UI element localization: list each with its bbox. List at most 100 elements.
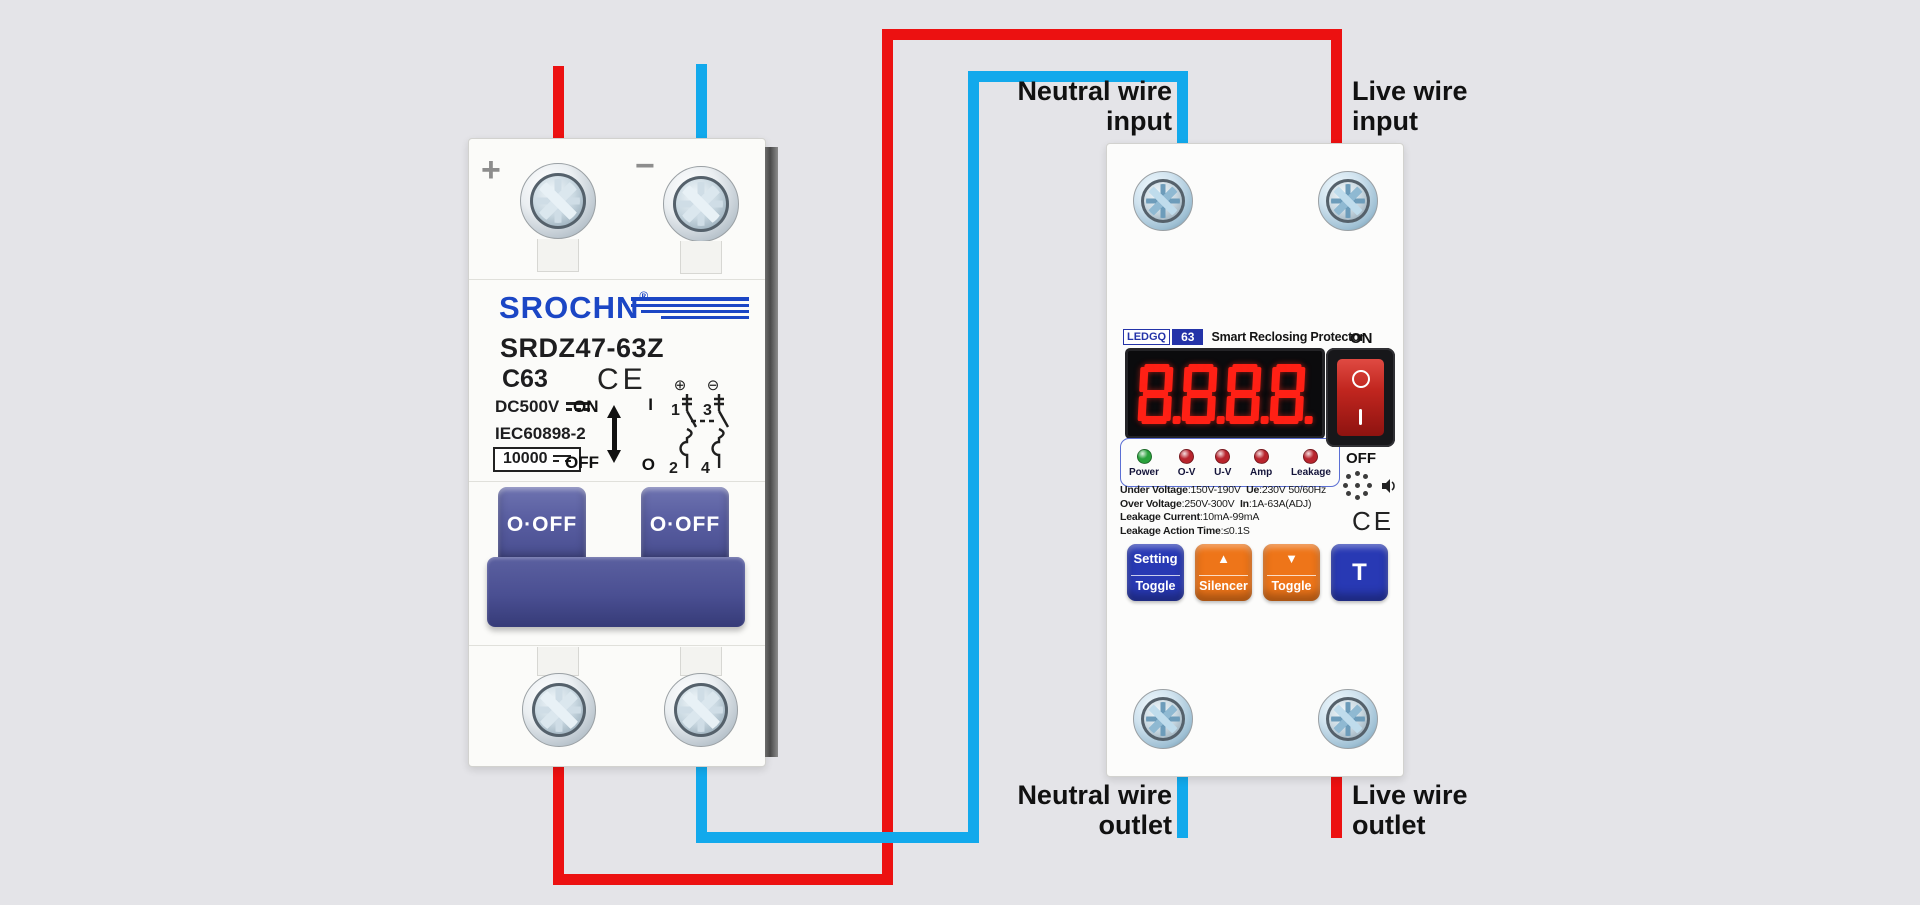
rocker-off-label: OFF <box>1346 450 1376 467</box>
terminal-screw-top-right <box>1318 171 1378 231</box>
breaker-toggle-handle-left[interactable]: O·OFF <box>498 487 586 563</box>
neutral-wire-segment <box>968 71 1188 82</box>
svg-text:⊕: ⊕ <box>674 377 687 394</box>
neutral-wire-segment <box>696 760 707 843</box>
protector-ce-mark: CE <box>1352 506 1395 536</box>
spec-line: Leakage Action Time:≤0.1S <box>1120 524 1250 537</box>
live-wire-input-segment <box>1331 29 1342 144</box>
neutral-wire-segment <box>696 832 979 843</box>
on-off-indicator: ON I OFF O <box>565 395 655 474</box>
spec-line: Under Voltage:150V-190V Ue:230V 50/60Hz <box>1120 484 1327 496</box>
plus-terminal-mark: + <box>481 151 501 189</box>
terminal-screw-bottom-left <box>522 673 596 747</box>
down-toggle-button[interactable]: ▼Toggle <box>1263 544 1320 601</box>
live-wire-segment <box>882 29 1342 40</box>
led-label: Power <box>1129 466 1160 478</box>
display-digit-8 <box>1269 363 1313 424</box>
rocker-closed-symbol <box>1358 409 1363 426</box>
neutral-wire-outlet-stub <box>1177 775 1188 838</box>
terminal-clamp <box>680 647 722 676</box>
protector-brand: LEDGQ <box>1123 329 1171 345</box>
breaker-toggle-handle-right[interactable]: O·OFF <box>641 487 729 563</box>
svg-text:2: 2 <box>669 460 678 475</box>
toggle-direction-arrow-icon <box>607 405 621 463</box>
registered-trademark-icon: ® <box>639 289 650 303</box>
svg-text:⊖: ⊖ <box>707 377 720 394</box>
breaker-brand-logo: SROCHN® <box>499 289 650 325</box>
live-wire-supply-stub <box>553 66 564 140</box>
terminal-screw-top-left <box>1133 171 1193 231</box>
speaker-icon <box>1382 479 1395 493</box>
rocker-on-label: ON <box>1350 330 1373 347</box>
terminal-screw-top-right <box>663 166 739 242</box>
reclosing-protector-device: LEDGQ 63 Smart Reclosing Protector Power… <box>1106 143 1404 777</box>
terminal-screw-top-left <box>520 163 596 239</box>
led-indicator-light <box>1303 448 1319 464</box>
terminal-screw-bottom-right <box>1318 689 1378 749</box>
led-leakage: Leakage <box>1290 448 1331 478</box>
display-decimal-point <box>1171 415 1181 424</box>
up-silencer-button[interactable]: ▲Silencer <box>1195 544 1252 601</box>
led-label: U-V <box>1214 466 1232 478</box>
led-indicator-light <box>1179 448 1195 464</box>
display-digit-8 <box>1225 363 1269 424</box>
breaker-model: SRDZ47-63Z <box>500 333 665 363</box>
display-decimal-point <box>1259 415 1269 424</box>
display-decimal-point <box>1303 415 1313 424</box>
live-wire-segment <box>553 760 564 885</box>
seven-segment-display <box>1125 348 1325 439</box>
display-digit-8 <box>1181 363 1225 424</box>
power-rocker-frame <box>1326 348 1395 447</box>
svg-text:3: 3 <box>703 402 712 419</box>
power-rocker-switch[interactable] <box>1337 359 1384 436</box>
led-label: Amp <box>1250 466 1273 478</box>
terminal-clamp <box>537 239 579 272</box>
handle-tie-bar[interactable] <box>487 557 745 627</box>
neutral-wire-supply-stub <box>696 64 707 140</box>
led-amp: Amp <box>1250 448 1273 478</box>
breaker-side-shadow <box>765 147 778 757</box>
svg-text:4: 4 <box>701 460 710 475</box>
neutral-wire-input-segment <box>1177 71 1188 144</box>
led-u-v: U-V <box>1214 448 1232 478</box>
spec-line: Leakage Current:10mA-99mA <box>1120 511 1260 523</box>
protector-model-number: 63 <box>1172 329 1204 345</box>
live-wire-outlet-stub <box>1331 775 1342 838</box>
live-wire-segment <box>553 874 893 885</box>
terminal-screw-bottom-left <box>1133 689 1193 749</box>
protector-header: LEDGQ 63 Smart Reclosing Protector <box>1123 328 1364 346</box>
breaker-voltage: DC500V <box>495 397 591 417</box>
protector-title: Smart Reclosing Protector <box>1211 330 1365 344</box>
led-indicator-panel: Power O-V U-V Amp Leakage <box>1120 438 1340 487</box>
breaker-ce-mark: CE <box>597 363 647 396</box>
live-input-label: Live wire input <box>1352 76 1468 136</box>
terminal-clamp <box>537 647 579 676</box>
live-outlet-label: Live wire outlet <box>1352 780 1468 840</box>
dc-current-icon <box>566 402 591 413</box>
spec-line: Over Voltage:250V-300V In:1A-63A(ADJ) <box>1120 497 1312 510</box>
rocker-open-symbol <box>1351 369 1370 388</box>
display-decimal-point <box>1215 415 1225 424</box>
breaker-rating: C63 <box>502 365 548 393</box>
minus-terminal-mark: − <box>635 147 655 185</box>
neutral-input-label: Neutral wire input <box>1017 76 1172 136</box>
svg-text:1: 1 <box>671 402 680 419</box>
breaker-standard: IEC60898-2 <box>495 424 586 443</box>
live-wire-segment <box>882 29 893 885</box>
dc-breaker-device: + − SROCHN® SRDZ47-63Z C63 CE DC500V IEC… <box>468 138 778 767</box>
test-button[interactable]: T <box>1331 544 1388 601</box>
display-digit-8 <box>1137 363 1181 424</box>
led-o-v: O-V <box>1177 448 1196 478</box>
breaking-capacity-box: 10000 <box>493 447 581 472</box>
neutral-wire-segment <box>968 71 979 843</box>
terminal-screw-bottom-right <box>664 673 738 747</box>
led-label: O-V <box>1177 466 1196 478</box>
neutral-outlet-label: Neutral wire outlet <box>1017 780 1172 840</box>
led-indicator-light <box>1215 448 1231 464</box>
pole-circuit-symbol: ⊕ ⊖ 1 3 2 4 <box>669 377 730 475</box>
dc-current-icon <box>552 455 571 464</box>
led-label: Leakage <box>1290 466 1331 478</box>
